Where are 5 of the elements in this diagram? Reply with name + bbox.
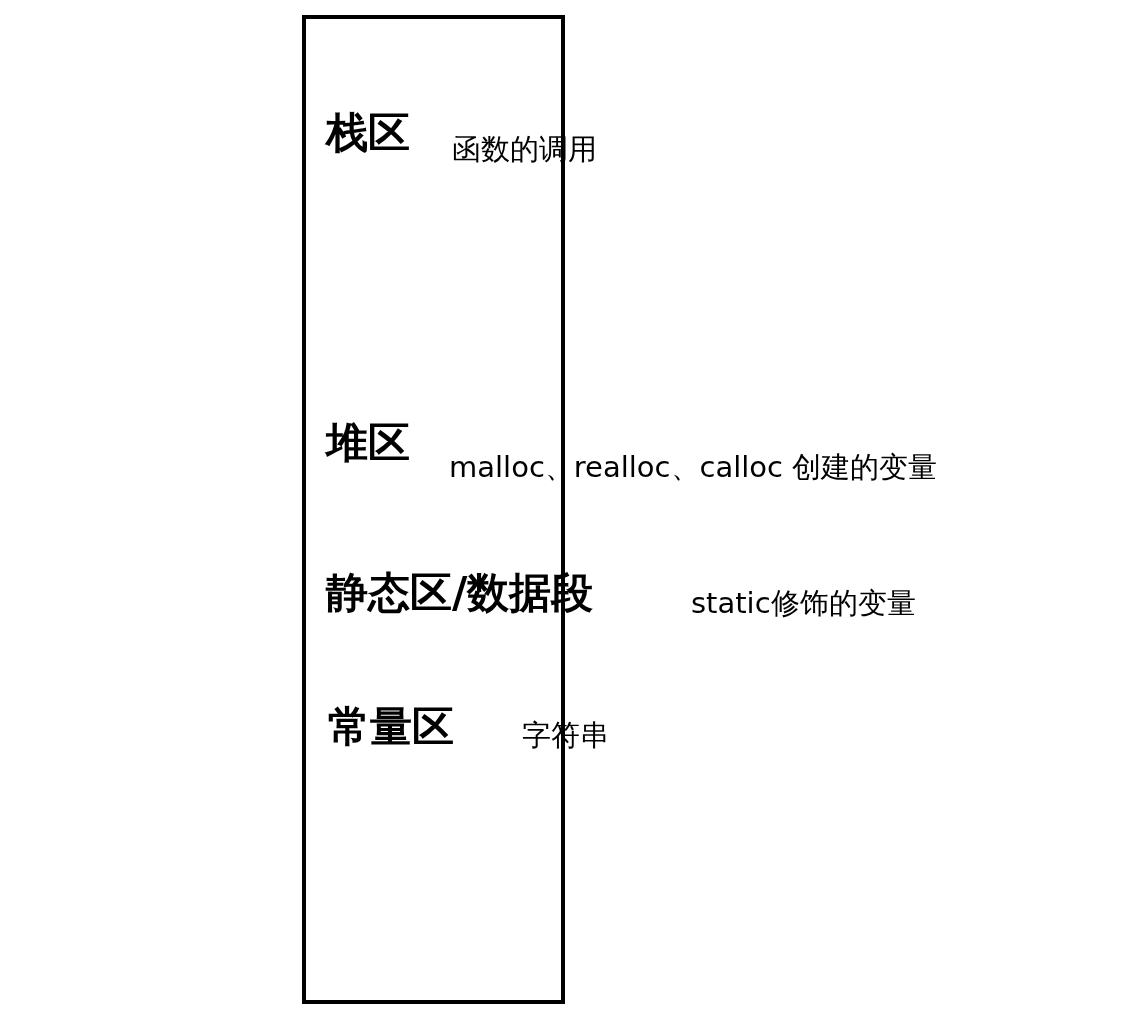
region-description: malloc、realloc、calloc 创建的变量 (449, 451, 938, 485)
region-heading: 栈区 (326, 109, 410, 158)
region-description: static修饰的变量 (691, 587, 916, 621)
region-heading: 常量区 (328, 703, 454, 752)
region-heading: 堆区 (326, 419, 410, 468)
